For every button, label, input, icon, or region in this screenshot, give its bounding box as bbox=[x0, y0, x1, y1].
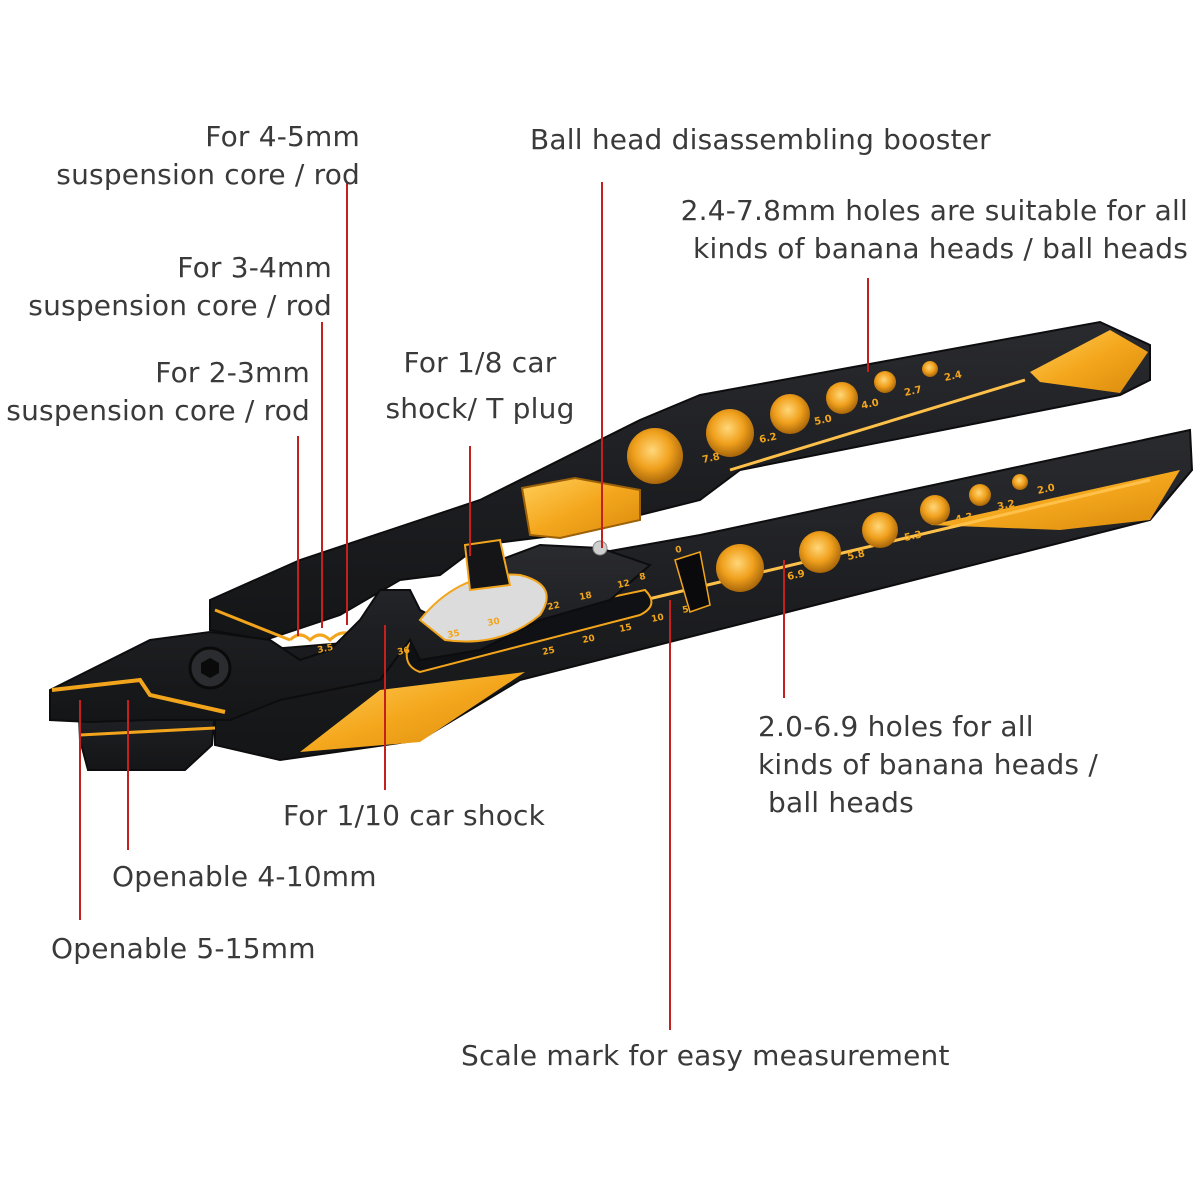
label-open-410: Openable 4-10mm bbox=[112, 860, 377, 893]
label-open-515: Openable 5-15mm bbox=[51, 932, 316, 965]
label-shock-18: For 1/8 car shock/ T plug bbox=[380, 340, 580, 432]
eng-scale-l-1: 25 bbox=[542, 646, 556, 658]
eng-scale-l-2: 20 bbox=[582, 634, 596, 646]
label-holes-top-line2: kinds of banana heads / ball heads bbox=[693, 232, 1188, 265]
jaw-head bbox=[49, 538, 652, 737]
eng-scale-u-1: 36 bbox=[397, 646, 411, 658]
eng-top-4: 4.0 bbox=[860, 397, 880, 411]
label-susp-34: For 3-4mm suspension core / rod bbox=[28, 249, 332, 325]
label-holes-top: 2.4-7.8mm holes are suitable for all kin… bbox=[681, 192, 1188, 268]
eng-bot-4: 4.3 bbox=[954, 511, 974, 525]
eng-top-3: 5.0 bbox=[813, 413, 833, 427]
eng-scale-l-5: 5 bbox=[682, 605, 690, 616]
eng-bot-2: 5.8 bbox=[846, 548, 866, 562]
eng-bot-5: 3.2 bbox=[996, 498, 1016, 512]
bottom-hole-row bbox=[716, 474, 1028, 592]
label-shock-18-line2: shock/ T plug bbox=[385, 392, 575, 425]
label-susp-45-line1: For 4-5mm bbox=[205, 120, 360, 153]
eng-scale-l-4: 10 bbox=[651, 613, 665, 625]
label-holes-bottom-line3: ball heads bbox=[768, 786, 914, 819]
label-susp-45: For 4-5mm suspension core / rod bbox=[56, 118, 360, 194]
label-susp-23-line1: For 2-3mm bbox=[155, 356, 310, 389]
eng-top-1: 7.8 bbox=[701, 451, 721, 465]
label-holes-bottom: 2.0-6.9 holes for all kinds of banana he… bbox=[758, 708, 1098, 822]
eng-rod-mark: 3.5 bbox=[317, 643, 335, 656]
eng-bot-1: 6.9 bbox=[786, 568, 806, 582]
eng-scale-u-3: 30 bbox=[487, 617, 501, 629]
upper-handle bbox=[209, 320, 1151, 643]
label-ball-booster: Ball head disassembling booster bbox=[530, 123, 991, 156]
label-shock-18-line1: For 1/8 car bbox=[403, 346, 557, 379]
eng-scale-u-7: 8 bbox=[639, 572, 647, 583]
engraved-markings: 7.8 6.2 5.0 4.0 2.7 2.4 6.9 5.8 5.3 4.3 … bbox=[317, 369, 1056, 657]
top-hole-row bbox=[627, 361, 938, 484]
label-holes-bottom-line1: 2.0-6.9 holes for all bbox=[758, 710, 1034, 743]
label-susp-34-line2: suspension core / rod bbox=[28, 289, 332, 322]
label-susp-23-line2: suspension core / rod bbox=[6, 394, 310, 427]
eng-top-2: 6.2 bbox=[758, 431, 778, 445]
eng-scale-u-6: 12 bbox=[617, 579, 631, 591]
eng-scale-u-4: 22 bbox=[547, 601, 561, 613]
lower-handle bbox=[76, 428, 1194, 771]
leader-lines bbox=[79, 182, 869, 1030]
label-holes-bottom-line2: kinds of banana heads / bbox=[758, 748, 1098, 781]
eng-top-6: 2.4 bbox=[943, 369, 963, 383]
label-susp-34-line1: For 3-4mm bbox=[177, 251, 332, 284]
label-susp-45-line2: suspension core / rod bbox=[56, 158, 360, 191]
eng-scale-u-5: 18 bbox=[579, 591, 593, 603]
eng-bot-6: 2.0 bbox=[1036, 482, 1056, 496]
eng-top-5: 2.7 bbox=[903, 384, 923, 398]
eng-scale-l-3: 15 bbox=[619, 623, 633, 635]
eng-scale-u-8: 0 bbox=[675, 545, 683, 556]
eng-scale-u-2: 35 bbox=[447, 629, 461, 641]
label-shock-110: For 1/10 car shock bbox=[283, 799, 546, 832]
eng-bot-3: 5.3 bbox=[903, 529, 923, 543]
label-scale-mark: Scale mark for easy measurement bbox=[461, 1039, 950, 1072]
label-susp-23: For 2-3mm suspension core / rod bbox=[6, 354, 310, 430]
label-holes-top-line1: 2.4-7.8mm holes are suitable for all bbox=[680, 194, 1188, 227]
